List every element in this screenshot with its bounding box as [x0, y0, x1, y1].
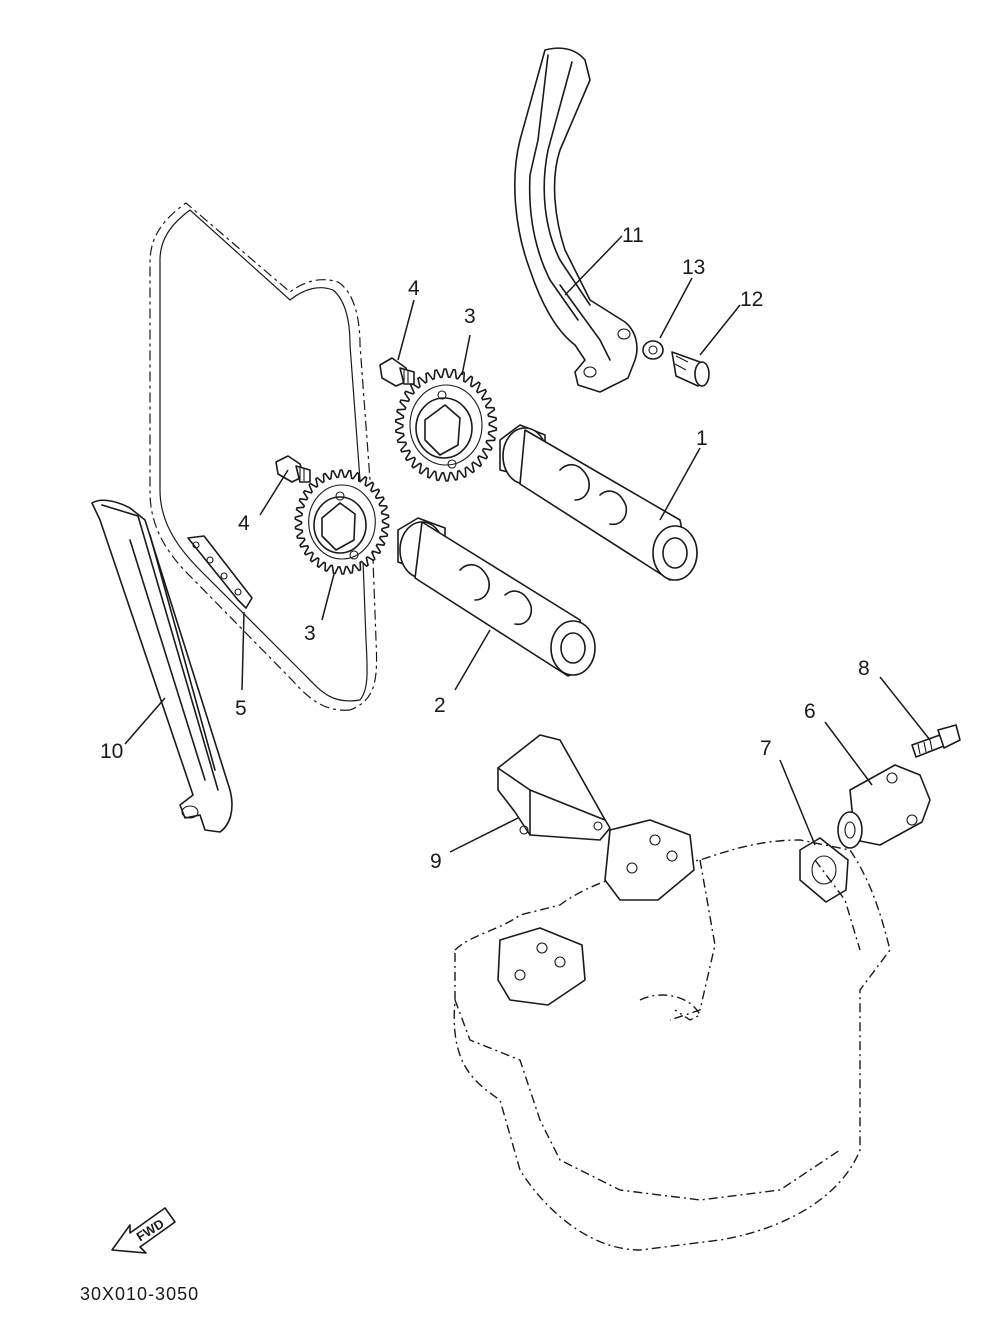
callout-11-guide: 11: [622, 224, 644, 247]
cylinder-head-outline: [453, 819, 891, 1251]
forward-arrow-icon: FWD: [111, 1207, 176, 1254]
chain-guide-front: [91, 499, 233, 833]
callout-10-guide: 10: [100, 740, 123, 763]
callout-8-bolt: 8: [858, 657, 870, 680]
callout-4-bolt-upper: 4: [408, 277, 420, 300]
cam-chain: [149, 202, 378, 711]
cam-chain-tensioner: [837, 764, 931, 849]
cam-sprocket-lower: [294, 469, 390, 575]
sprocket-bolt-upper: [379, 357, 415, 387]
callout-1-camshaft: 1: [696, 427, 708, 450]
guide-bolt: [671, 351, 710, 387]
callout-13-washer: 13: [682, 256, 705, 279]
callout-9-bracket: 9: [430, 850, 442, 873]
sprocket-ring: [409, 384, 483, 466]
callout-7-gasket: 7: [760, 737, 772, 760]
tensioner-bolt: [911, 724, 961, 758]
camshaft-intake: [499, 424, 698, 581]
callout-2-camshaft: 2: [434, 694, 446, 717]
sprocket-ring: [308, 484, 376, 560]
chain-guide-rear: [514, 47, 638, 393]
callout-6-tensioner: 6: [804, 700, 816, 723]
callout-4-bolt-lower: 4: [238, 512, 250, 535]
cam-sprocket-upper: [394, 368, 498, 482]
drawing-code: 30X010-3050: [80, 1284, 199, 1304]
washer: [642, 340, 664, 360]
leader-lines: [124, 235, 931, 853]
sprocket-bolt-lower: [275, 455, 311, 483]
tensioner-gasket: [799, 837, 849, 903]
callout-3-sprocket-upper: 3: [464, 305, 476, 328]
callout-12-bolt: 12: [740, 288, 763, 311]
bracket: [497, 734, 611, 841]
callout-3-sprocket-lower: 3: [304, 622, 316, 645]
camshaft-exhaust: [397, 517, 596, 677]
callout-5-chain: 5: [235, 697, 247, 720]
